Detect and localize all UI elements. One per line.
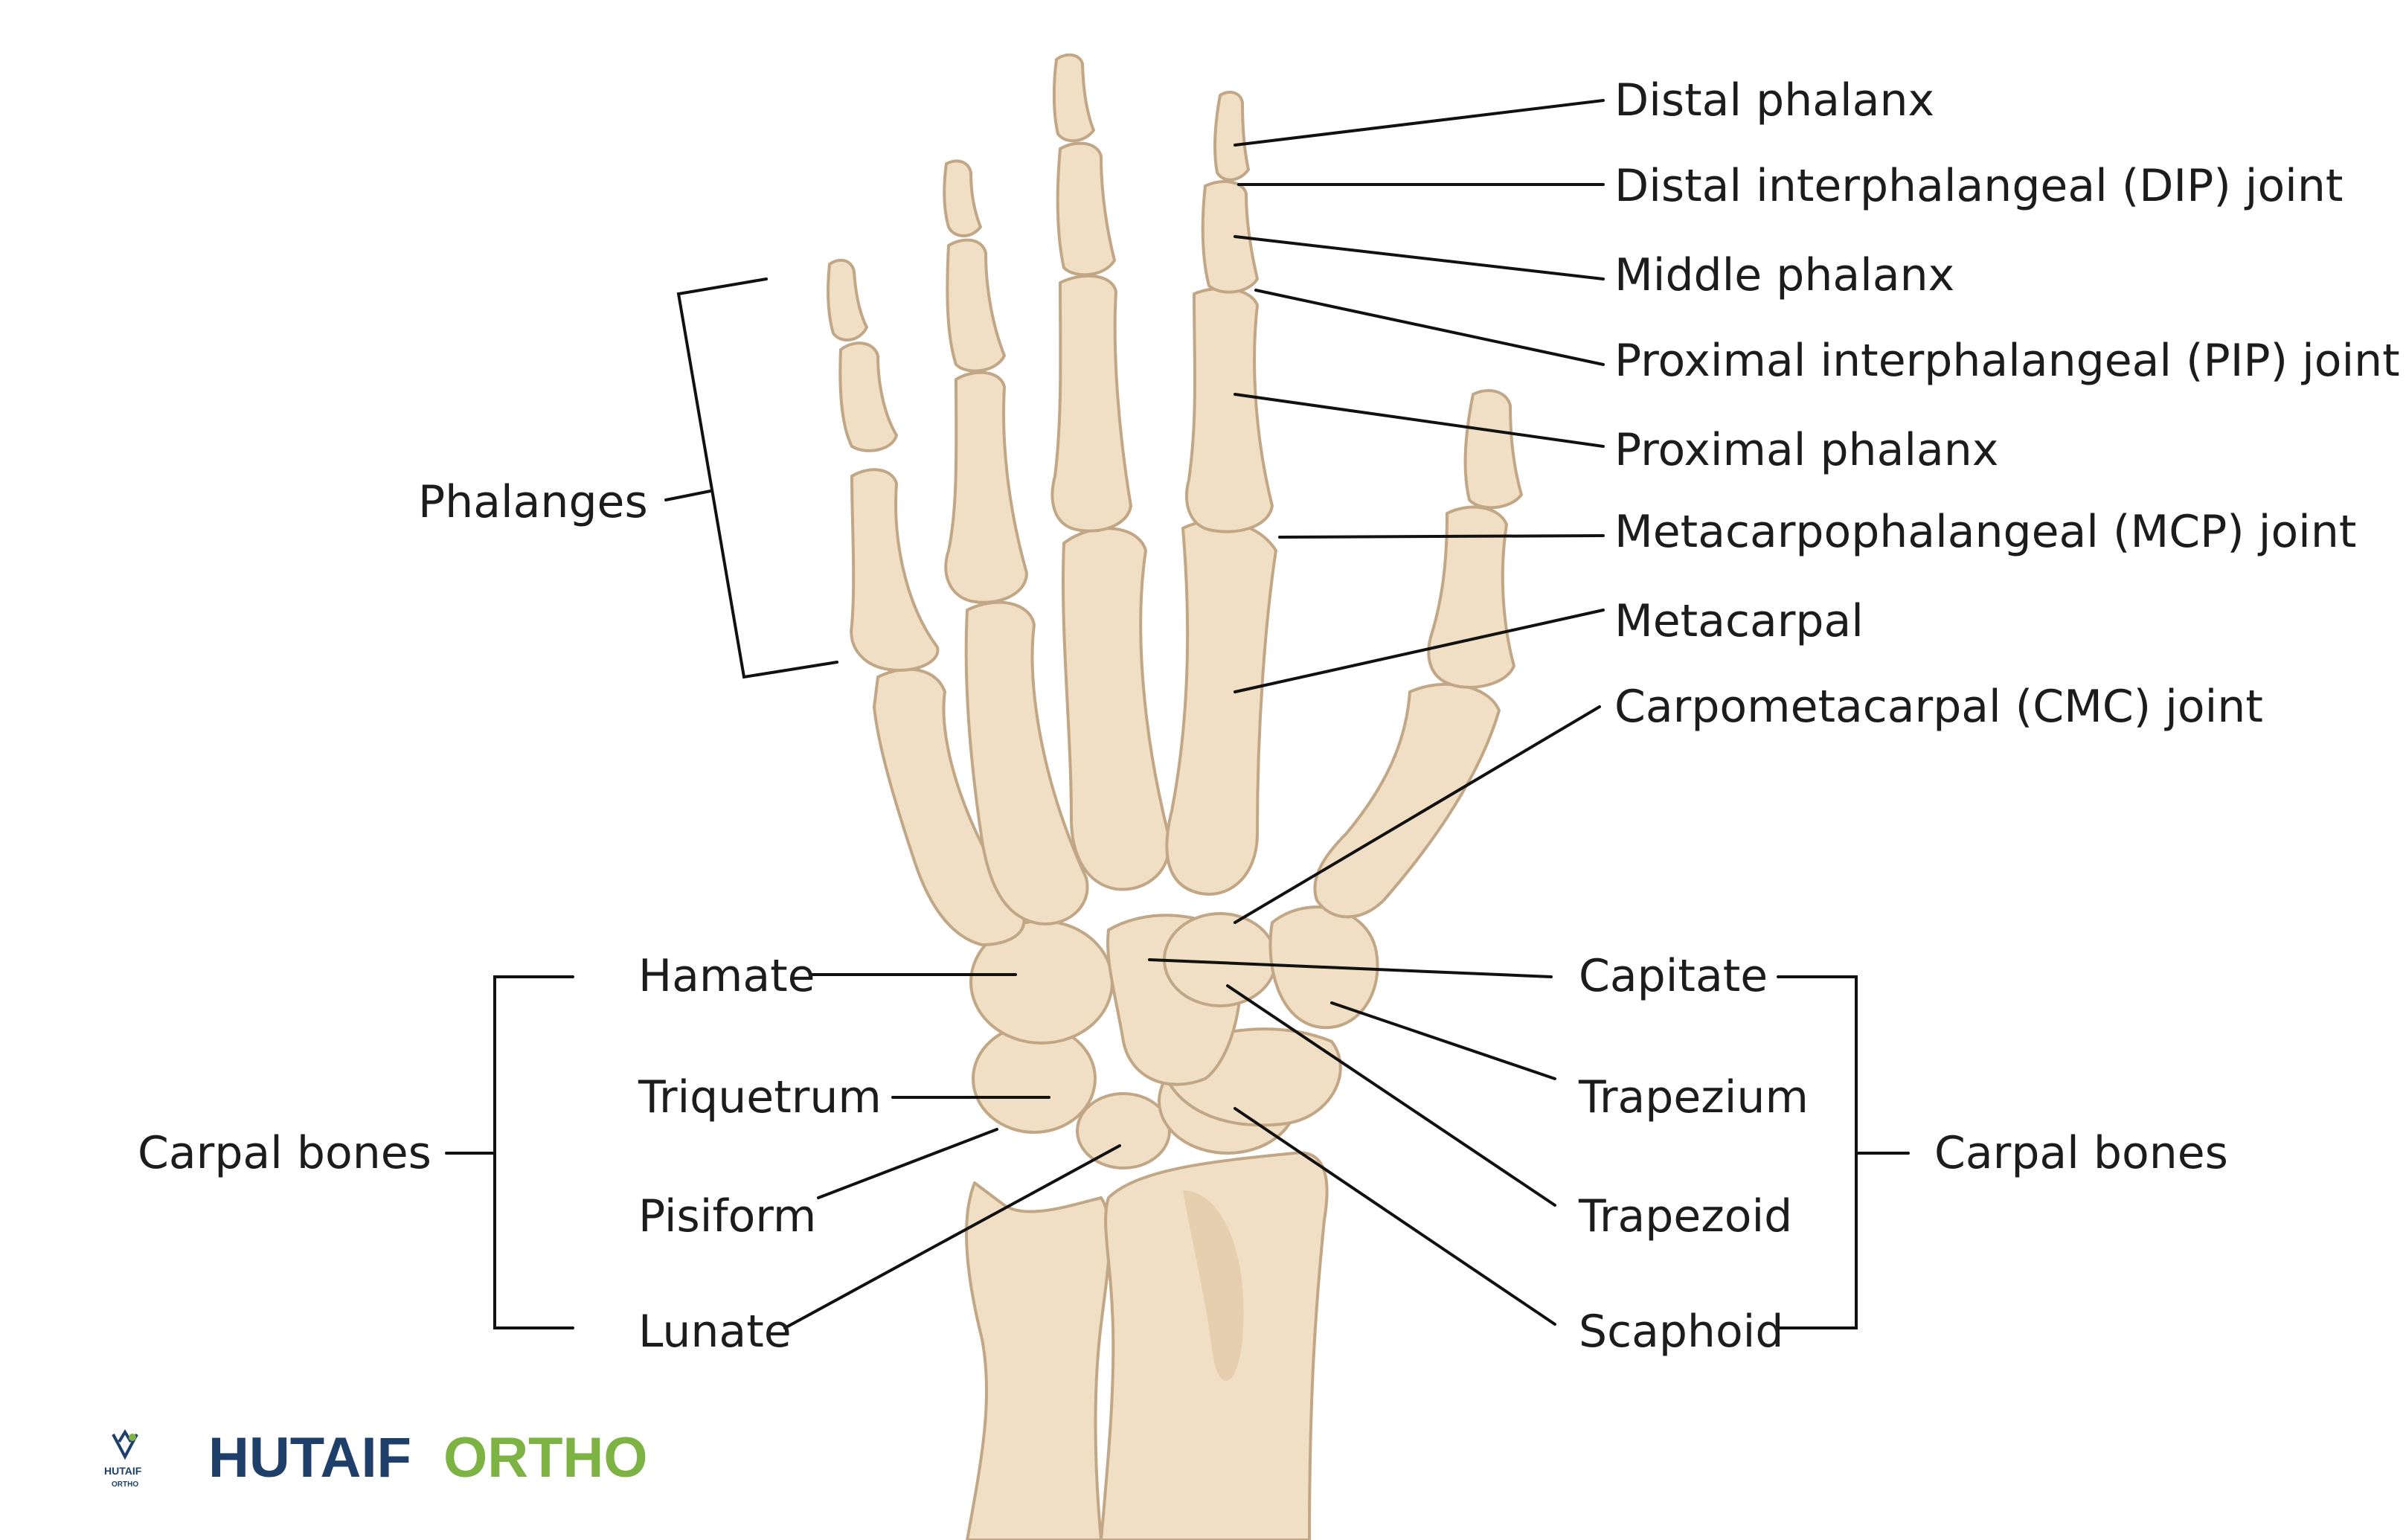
label-dip-joint: Distal interphalangeal (DIP) joint [1614,160,2343,212]
logo-leaf-icon [129,1434,136,1441]
middle-finger-distal-phalanx [1052,53,1095,143]
index-finger-distal-phalanx [1213,90,1250,182]
index-finger-metacarpal [1165,519,1277,896]
leader-metacarpal [1234,609,1605,693]
logo-subtext: ORTHO [112,1480,138,1489]
ring-finger-middle-phalanx [946,238,1006,373]
label-cmc-joint: Carpometacarpal (CMC) joint [1614,681,2263,733]
label-triquetrum: Triquetrum [638,1071,882,1123]
label-phalanges: Phalanges [418,476,648,528]
label-carpal-bones-left: Carpal bones [138,1127,432,1179]
leader-distal-phalanx [1234,99,1605,147]
logo-text: HUTAIF [104,1465,142,1477]
carpal-bones-right-bracket [1777,975,1858,1329]
index-finger-proximal-phalanx [1185,286,1274,533]
leader-trapezium [1330,1001,1556,1080]
brand-word-hutaif: HUTAIF [208,1426,411,1489]
leader-scaphoid [1234,1107,1556,1326]
radius-shading [1183,1190,1244,1382]
leader-lunate [783,1144,1121,1329]
ulna-bone [965,1181,1111,1540]
label-mcp-joint: Metacarpophalangeal (MCP) joint [1614,506,2356,558]
label-pip-joint: Proximal interphalangeal (PIP) joint [1614,335,2400,387]
ring-finger-metacarpal [964,600,1089,925]
label-metacarpal: Metacarpal [1614,595,1864,647]
labels: Distal phalanx Distal interphalangeal (D… [138,74,2400,1358]
label-distal-phalanx: Distal phalanx [1614,74,1934,126]
brand-word-ortho: ORTHO [443,1426,647,1489]
index-finger-middle-phalanx [1201,180,1259,294]
little-finger-proximal-phalanx [850,468,940,672]
middle-finger-metacarpal [1061,527,1171,891]
label-proximal-phalanx: Proximal phalanx [1614,424,1998,476]
carpal-bones-left-bracket [493,975,574,1329]
thumb-proximal-phalanx [1427,505,1515,689]
thumb-metacarpal [1313,682,1501,919]
label-trapezoid: Trapezoid [1578,1190,1792,1242]
middle-finger-middle-phalanx [1056,141,1116,277]
pisiform-bone [1076,1092,1171,1170]
thumb-distal-phalanx [1463,389,1523,510]
label-middle-phalanx: Middle phalanx [1614,249,1954,301]
label-hamate: Hamate [638,950,815,1002]
leader-phalanges [664,490,712,501]
leader-capitate [1148,958,1553,978]
brand-logo: HUTAIF ORTHO [104,1429,142,1489]
leader-cmc-joint [1234,705,1601,924]
label-trapezium: Trapezium [1578,1071,1809,1123]
label-carpal-bones-right: Carpal bones [1934,1127,2228,1179]
label-scaphoid: Scaphoid [1579,1306,1783,1358]
label-pisiform: Pisiform [638,1190,816,1242]
little-finger-middle-phalanx [838,341,898,452]
label-lunate: Lunate [638,1306,792,1358]
phalanges-bracket [676,277,838,679]
leader-lines [445,99,1910,1329]
leader-middle-phalanx [1234,235,1605,280]
leader-pip-joint [1254,289,1605,366]
hand-skeleton-illustration [827,53,1523,1540]
ring-finger-proximal-phalanx [944,370,1028,604]
label-capitate: Capitate [1579,950,1768,1002]
leader-pisiform [817,1128,998,1199]
leader-trapezoid [1226,984,1556,1207]
ring-finger-distal-phalanx [943,159,982,237]
middle-finger-proximal-phalanx [1050,274,1132,533]
leader-mcp-joint [1278,534,1605,539]
little-finger-distal-phalanx [827,258,868,342]
little-finger-metacarpal [873,667,1026,946]
leader-proximal-phalanx [1234,393,1605,448]
brand-wordmark: HUTAIF ORTHO [208,1426,648,1489]
